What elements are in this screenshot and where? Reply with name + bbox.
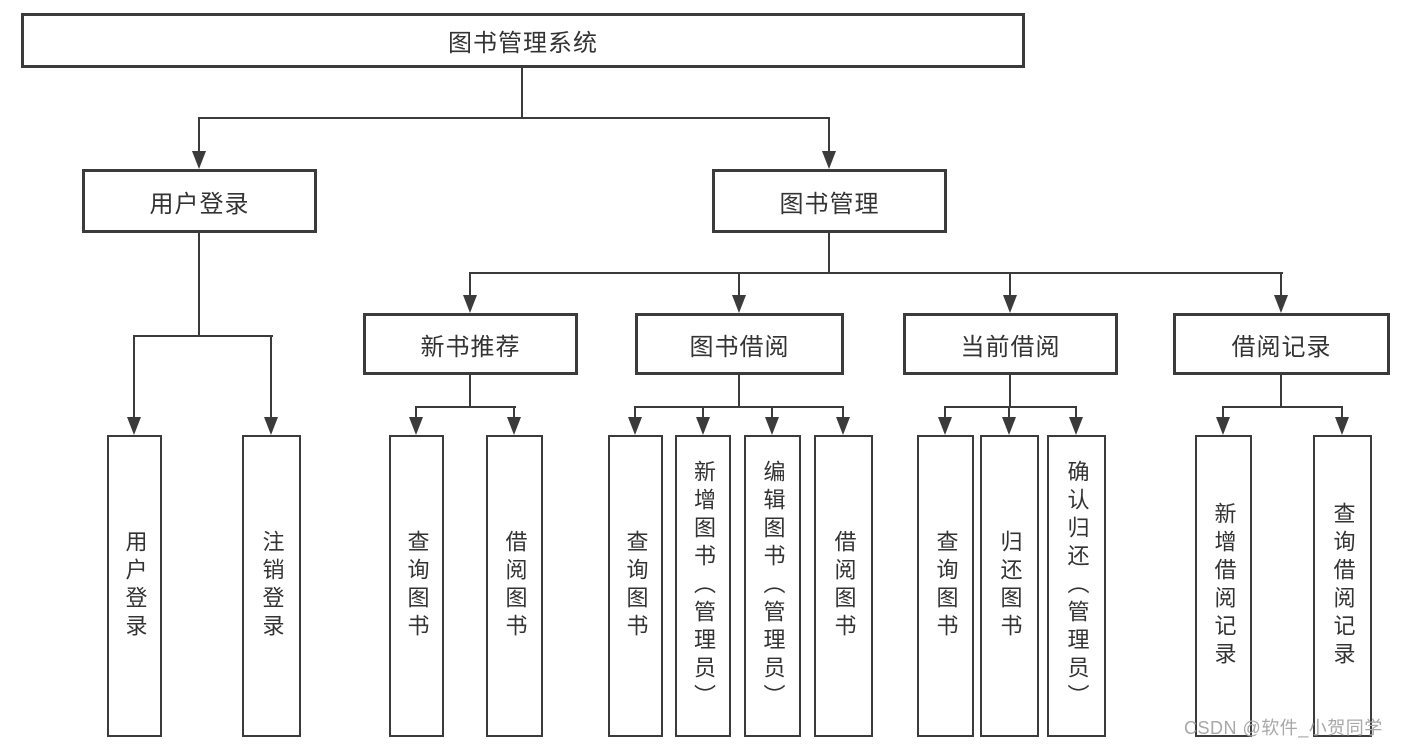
arrow-down (696, 417, 710, 435)
leaf-query-books-label: 查询图书 (404, 530, 430, 642)
connector-vline (1341, 406, 1343, 418)
arrow-down (192, 151, 206, 169)
leaf-borrow-books: 借阅图书 (486, 435, 543, 737)
arrow-down (1069, 417, 1083, 435)
arrow-down (732, 295, 746, 313)
leaf-query-borrow-record-label: 查询借阅记录 (1330, 502, 1356, 670)
leaf-query-books: 查询图书 (608, 435, 663, 737)
connector-vline (1009, 373, 1011, 408)
connector-vline (1008, 406, 1010, 418)
arrow-down (1216, 417, 1230, 435)
arrow-down (628, 417, 642, 435)
node-book-borrowing-label: 图书借阅 (689, 333, 790, 361)
connector-vline (133, 335, 135, 417)
leaf-query-books: 查询图书 (389, 435, 444, 737)
connector-vline (1075, 406, 1077, 418)
leaf-logout: 注销登录 (242, 435, 301, 737)
leaf-query-books-label: 查询图书 (623, 530, 649, 642)
connector-vline (1280, 373, 1282, 408)
leaf-add-book-admin: 新增图书（管理员） (675, 435, 731, 737)
node-new-book-recommendation-label: 新书推荐 (420, 333, 521, 361)
connector-vline (521, 67, 523, 119)
arrow-down (938, 417, 952, 435)
csdn-watermark: CSDN @软件_小贺同学 (1184, 718, 1383, 738)
leaf-add-book-admin-label: 新增图书（管理员） (691, 460, 716, 712)
leaf-user-login-label: 用户登录 (122, 530, 148, 642)
connector-vline (738, 272, 740, 296)
arrow-down (1003, 295, 1017, 313)
connector-vline (270, 335, 272, 417)
node-current-borrowing-label: 当前借阅 (960, 333, 1061, 361)
connector-hline (944, 406, 1077, 408)
connector-vline (1222, 406, 1224, 418)
connector-vline (469, 373, 471, 408)
leaf-edit-book-admin-label: 编辑图书（管理员） (760, 460, 786, 712)
connector-vline (828, 117, 830, 152)
node-book-management: 图书管理 (712, 169, 947, 233)
connector-vline (842, 406, 844, 418)
connector-vline (513, 406, 515, 418)
node-borrowing-records-label: 借阅记录 (1231, 333, 1332, 361)
leaf-return-books: 归还图书 (980, 435, 1039, 737)
leaf-logout-label: 注销登录 (259, 530, 285, 642)
node-new-book-recommendation: 新书推荐 (363, 313, 578, 375)
connector-vline (198, 231, 200, 337)
node-book-management-label: 图书管理 (779, 190, 880, 218)
arrow-down (409, 417, 423, 435)
arrow-down (765, 417, 779, 435)
leaf-edit-book-admin: 编辑图书（管理员） (744, 435, 801, 737)
leaf-query-books: 查询图书 (917, 435, 974, 737)
node-root: 图书管理系统 (21, 13, 1025, 68)
connector-hline (198, 117, 830, 119)
node-root-label: 图书管理系统 (448, 30, 598, 57)
leaf-query-borrow-record: 查询借阅记录 (1313, 435, 1372, 737)
connector-hline (1222, 406, 1343, 408)
node-user-login-label: 用户登录 (149, 190, 250, 218)
connector-vline (771, 406, 773, 418)
connector-vline (469, 272, 471, 296)
arrow-down (463, 295, 477, 313)
arrow-down (1002, 417, 1016, 435)
connector-hline (634, 406, 844, 408)
connector-vline (1280, 272, 1282, 296)
connector-vline (944, 406, 946, 418)
leaf-borrow-books: 借阅图书 (814, 435, 873, 737)
connector-vline (415, 406, 417, 418)
leaf-user-login: 用户登录 (107, 435, 162, 737)
connector-vline (1009, 272, 1011, 296)
leaf-return-books-label: 归还图书 (997, 530, 1023, 642)
connector-vline (634, 406, 636, 418)
leaf-borrow-books-label: 借阅图书 (502, 530, 528, 642)
connector-hline (133, 335, 273, 337)
leaf-add-borrow-record-label: 新增借阅记录 (1211, 502, 1237, 670)
arrow-down (127, 417, 141, 435)
leaf-borrow-books-label: 借阅图书 (831, 530, 857, 642)
node-current-borrowing: 当前借阅 (903, 313, 1118, 375)
connector-hline (415, 406, 516, 408)
connector-hline (469, 272, 1283, 274)
leaf-confirm-return-admin: 确认归还（管理员） (1047, 435, 1106, 737)
arrow-down (1274, 295, 1288, 313)
arrow-down (822, 151, 836, 169)
connector-vline (738, 373, 740, 408)
leaf-query-books-label: 查询图书 (933, 530, 959, 642)
arrow-down (507, 417, 521, 435)
node-borrowing-records: 借阅记录 (1173, 313, 1390, 375)
arrow-down (264, 417, 278, 435)
leaf-add-borrow-record: 新增借阅记录 (1195, 435, 1252, 737)
node-book-borrowing: 图书借阅 (635, 313, 844, 375)
leaf-confirm-return-admin-label: 确认归还（管理员） (1064, 460, 1090, 712)
connector-vline (198, 117, 200, 152)
arrow-down (836, 417, 850, 435)
connector-vline (828, 231, 830, 274)
connector-vline (702, 406, 704, 418)
arrow-down (1335, 417, 1349, 435)
node-user-login: 用户登录 (82, 169, 317, 233)
